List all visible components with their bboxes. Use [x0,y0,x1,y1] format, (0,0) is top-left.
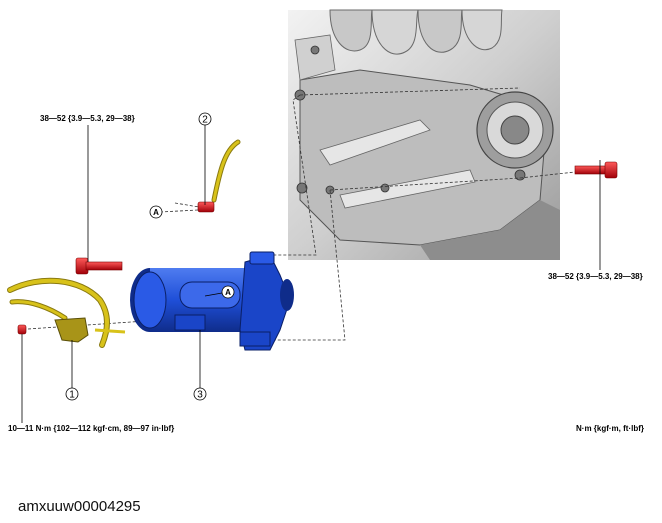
torque-label-left-bolt: 38—52 {3.9—5.3, 29—38} [40,114,135,123]
torque-label-terminal-nut: 10—11 N·m {102—112 kgf·cm, 89—97 in·lbf} [8,424,175,433]
callout-circle-2: 2 [198,112,212,126]
svg-text:3: 3 [197,390,203,401]
engine-block-illustration [288,9,560,260]
terminal-nut [17,324,27,335]
wire-harness-part-1 [7,277,126,348]
callout-circle-3: 3 [193,387,207,401]
starter-bolt-left [75,257,123,275]
torque-label-right-bolt: 38—52 {3.9—5.3, 29—38} [548,272,643,281]
torque-units-legend: N·m {kgf·m, ft·lbf} [576,424,644,433]
figure-id-caption: amxuuw00004295 [18,498,141,515]
svg-text:1: 1 [69,390,75,401]
connector-wire-part-2 [197,139,241,213]
svg-text:2: 2 [202,115,208,126]
svg-text:A: A [225,288,231,297]
starter-motor-part-3 [130,251,294,351]
svg-text:A: A [153,208,159,217]
callout-leaders [21,125,601,423]
ref-circle-a-starter: A [221,285,235,299]
starter-bolt-right [574,161,618,179]
callout-circle-1: 1 [65,387,79,401]
ref-circle-a-harness: A [149,205,163,219]
